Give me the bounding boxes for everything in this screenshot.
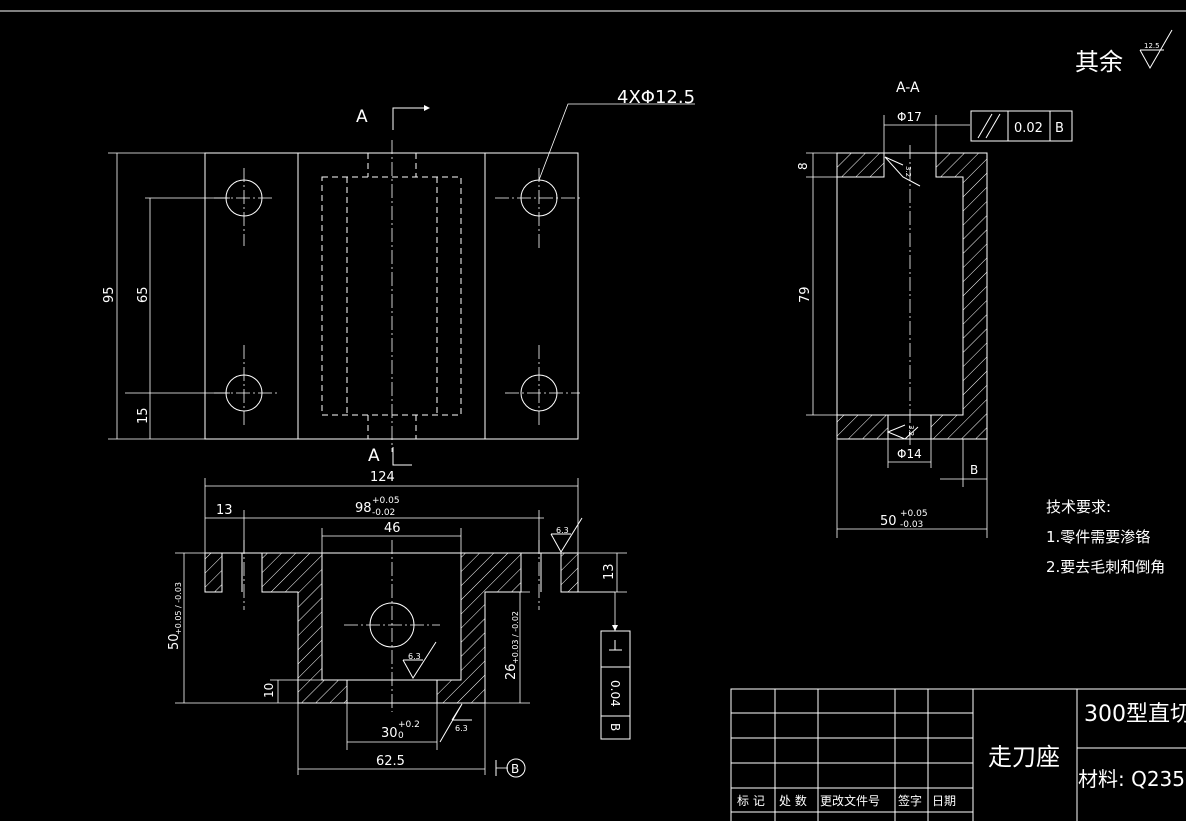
title-header-mark: 标 记 xyxy=(737,794,765,808)
parallelism-datum: B xyxy=(1055,121,1064,136)
roughness-symbol xyxy=(550,517,583,553)
dim-10: 10 xyxy=(262,683,276,698)
parallelism-tolerance-frame xyxy=(970,110,1073,142)
product-title: 300型直切机 xyxy=(1084,702,1186,727)
dim-30-lower: 0 xyxy=(398,731,404,741)
dim-65: 65 xyxy=(136,286,151,303)
dim-30: 30 xyxy=(381,726,398,741)
title-block: 标 记 处 数 更改文件号 签字 日期 走刀座 300型直切机 材料: Q235 xyxy=(730,688,1186,821)
default-roughness-value: 12.5 xyxy=(1144,42,1160,50)
dim-26: 26 xyxy=(504,663,519,680)
mount-hole xyxy=(214,168,274,246)
roughness-symbol xyxy=(402,641,437,679)
material-label: 材料: Q235 xyxy=(1078,767,1185,791)
dim-98-upper: +0.05 xyxy=(372,496,400,506)
dim-8: 8 xyxy=(796,162,810,170)
svg-text:6.3: 6.3 xyxy=(556,526,569,535)
svg-text:3.2: 3.2 xyxy=(907,425,915,436)
dim-b: B xyxy=(970,463,978,477)
title-header-count: 处 数 xyxy=(779,793,807,808)
title-header-change: 更改文件号 xyxy=(820,793,880,808)
svg-text:3.2: 3.2 xyxy=(904,166,912,177)
dim-13-right: 13 xyxy=(602,563,617,580)
title-header-sign: 签字 xyxy=(898,793,922,808)
dim-95: 95 xyxy=(102,286,117,303)
section-cut-label-bottom: A xyxy=(368,446,380,466)
part-name: 走刀座 xyxy=(988,743,1060,771)
dim-50-section: 50 xyxy=(880,514,897,529)
mount-hole xyxy=(495,168,580,250)
svg-text:6.3: 6.3 xyxy=(408,652,421,661)
flatness-value: 0.04 xyxy=(608,680,622,707)
svg-text:6.3: 6.3 xyxy=(455,724,468,733)
dim-50-section-lower: -0.03 xyxy=(900,520,923,530)
section-title: A-A xyxy=(896,80,920,96)
mount-hole xyxy=(505,345,580,425)
parallelism-value: 0.02 xyxy=(1014,121,1043,136)
dim-50-section-upper: +0.05 xyxy=(900,509,928,519)
datum-b-label: B xyxy=(511,762,519,776)
dim-124: 124 xyxy=(370,470,395,485)
dim-79: 79 xyxy=(798,286,813,303)
tech-requirements-title: 技术要求: xyxy=(1046,498,1111,516)
dim-phi17: Φ17 xyxy=(897,110,922,124)
dim-phi14: Φ14 xyxy=(897,447,922,461)
front-view: 124 13 98 +0.05 -0.02 46 13 50 +0.05 / -… xyxy=(167,470,631,778)
datum-b-symbol xyxy=(506,758,526,778)
dim-46: 46 xyxy=(384,521,401,536)
dim-62-5: 62.5 xyxy=(376,754,405,769)
dim-50: 50 xyxy=(167,633,182,650)
tech-requirement-2: 2.要去毛刺和倒角 xyxy=(1046,558,1165,576)
section-view: A-A Φ17 0.02 B 3.2 3.2 xyxy=(796,80,1073,538)
title-header-date: 日期 xyxy=(932,794,956,808)
flatness-tolerance-frame xyxy=(600,630,631,740)
roughness-symbol xyxy=(886,424,919,440)
dim-15: 15 xyxy=(136,407,151,424)
roughness-symbol xyxy=(439,703,463,743)
dim-30-upper: +0.2 xyxy=(398,720,420,730)
dim-98: 98 xyxy=(355,501,372,516)
dim-13-left: 13 xyxy=(216,503,233,518)
dim-98-lower: -0.02 xyxy=(372,508,395,518)
dim-50-tolerance: +0.05 / -0.03 xyxy=(174,582,183,635)
top-view: 95 65 15 A A 4XΦ12.5 xyxy=(102,87,695,466)
mount-hole xyxy=(214,345,280,425)
section-cut-label-top: A xyxy=(356,107,368,127)
dim-26-tolerance: +0.03 / -0.02 xyxy=(511,611,520,664)
default-roughness-symbol xyxy=(1139,29,1173,70)
hole-callout: 4XΦ12.5 xyxy=(617,87,695,108)
tech-requirement-1: 1.零件需要渗铬 xyxy=(1046,528,1150,546)
flatness-datum: B xyxy=(608,723,622,731)
roughness-symbol xyxy=(884,156,921,187)
other-surfaces-note: 其余 xyxy=(1075,48,1123,76)
